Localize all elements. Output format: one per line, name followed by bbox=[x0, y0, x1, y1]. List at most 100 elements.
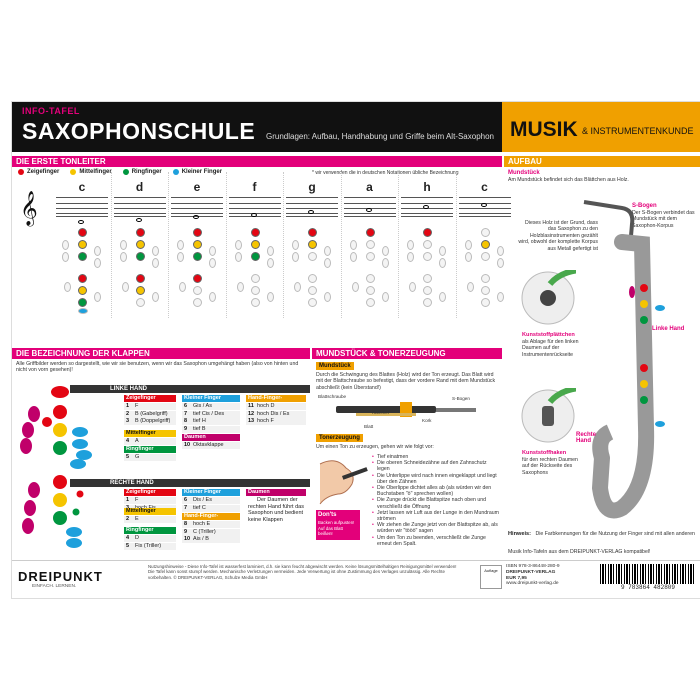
step: Tief einatmen bbox=[372, 454, 500, 460]
legend-label: Ringfinger bbox=[131, 169, 162, 175]
side-key bbox=[496, 246, 504, 256]
key-number: 13 bbox=[248, 418, 255, 424]
fingering-key bbox=[308, 286, 317, 295]
key-number: 7 bbox=[184, 410, 188, 417]
fingering-key bbox=[135, 252, 145, 261]
note-head bbox=[135, 217, 142, 222]
right-hand-label: Rechte Hand bbox=[576, 432, 597, 444]
fingering-key bbox=[308, 240, 317, 249]
side-key bbox=[439, 246, 446, 256]
side-key bbox=[266, 246, 274, 256]
key-number: 12 bbox=[248, 410, 255, 417]
side-key bbox=[466, 282, 474, 292]
note-column: c bbox=[54, 180, 110, 316]
part-label: Blattschraube bbox=[318, 394, 347, 399]
info-poster: INFO-TAFEL SAXOPHONSCHULE Grundlagen: Au… bbox=[12, 102, 700, 598]
side-key bbox=[151, 258, 159, 268]
side-key bbox=[349, 240, 357, 250]
staff bbox=[171, 197, 223, 219]
header-category: MUSIK & INSTRUMENTENKUNDE bbox=[502, 102, 700, 152]
side-key bbox=[292, 240, 299, 250]
fingering-key bbox=[250, 252, 260, 261]
mundstueck-text: Durch die Schwingung des Blattes (Holz) … bbox=[316, 372, 496, 391]
side-key bbox=[209, 258, 216, 268]
key-number: 9 bbox=[184, 528, 188, 535]
note-head bbox=[365, 207, 372, 212]
key-number: 1 bbox=[126, 403, 130, 409]
key-number: 10 bbox=[184, 536, 191, 542]
tag-mundstueck: Mundstück bbox=[316, 362, 354, 370]
side-key bbox=[439, 258, 446, 268]
hinweis-title: Hinweis: bbox=[508, 531, 532, 537]
key-number: 3 bbox=[126, 418, 130, 424]
finger-group-title: Mittelfinger bbox=[124, 508, 176, 515]
side-key bbox=[464, 252, 472, 262]
key-name: A bbox=[135, 438, 139, 444]
legend-label: Kleiner Finger bbox=[181, 169, 223, 175]
key-name: C (Triller) bbox=[193, 528, 216, 535]
fingering-key bbox=[193, 240, 202, 249]
thumb-hook-photo bbox=[521, 388, 576, 443]
note-column: d bbox=[112, 180, 168, 316]
key-1 bbox=[53, 405, 67, 419]
rh-key-5 bbox=[72, 508, 80, 516]
staff bbox=[401, 197, 453, 217]
fingering-chart bbox=[284, 222, 340, 314]
mundstueck-desc: Am Mundstück befindet sich das Blättchen… bbox=[508, 177, 629, 183]
side-key bbox=[179, 282, 186, 292]
side-key bbox=[94, 246, 101, 256]
fingering-key bbox=[308, 228, 317, 237]
note-head bbox=[308, 210, 314, 214]
key-11 bbox=[28, 406, 40, 422]
section-mundstueck: MUNDSTÜCK & TONERZEUGUNG bbox=[312, 348, 502, 359]
side-key bbox=[351, 282, 359, 292]
column-divider bbox=[225, 172, 227, 318]
legend-label: Mittelfinger bbox=[79, 169, 112, 175]
donts-box: Don'ts Backen aufpusten! Auf das Blatt b… bbox=[316, 510, 360, 540]
key-number: 2 bbox=[126, 516, 130, 522]
page-title: SAXOPHONSCHULE bbox=[22, 118, 256, 144]
fingering-key bbox=[480, 252, 490, 261]
note-head bbox=[78, 220, 84, 224]
side-key bbox=[294, 282, 301, 292]
key-number: 10 bbox=[184, 442, 191, 448]
side-key bbox=[292, 252, 299, 262]
note-column: e bbox=[169, 180, 225, 316]
mundstueck-title: Mundstück bbox=[508, 170, 540, 176]
auflage-box: Auflage bbox=[480, 565, 502, 589]
side-key bbox=[349, 252, 357, 262]
key-number: 3 bbox=[126, 505, 135, 512]
tag-tonerzeugung: Tonerzeugung bbox=[316, 434, 363, 442]
side-key bbox=[177, 240, 184, 250]
fingering-key bbox=[423, 240, 432, 249]
finger-group-title: Ringfinger bbox=[124, 527, 176, 534]
side-key bbox=[464, 240, 472, 250]
column-divider bbox=[398, 172, 399, 318]
side-key bbox=[121, 282, 129, 292]
rh-key-9 bbox=[24, 500, 36, 516]
key-name: tief B bbox=[193, 425, 206, 432]
key-4 bbox=[53, 423, 67, 437]
hinweis-text: Die Farbkennungen für die Nutzung der Fi… bbox=[508, 531, 695, 555]
sbogen-title: S-Bogen bbox=[632, 203, 657, 209]
kunst1-title: Kunststoffplättchen bbox=[522, 332, 575, 338]
kunst2-title: Kunststoffhaken bbox=[522, 450, 567, 456]
finger-group-title: Ringfinger bbox=[124, 446, 176, 453]
finger-group-title: Zeigefinger bbox=[124, 489, 176, 496]
fingering-key bbox=[193, 286, 202, 295]
legend-dot-red bbox=[18, 169, 24, 175]
key-name: G bbox=[135, 454, 140, 460]
category-title: MUSIK bbox=[510, 118, 578, 141]
auflage-label: Auflage bbox=[484, 568, 498, 573]
section-aufbau: AUFBAU bbox=[504, 156, 700, 167]
